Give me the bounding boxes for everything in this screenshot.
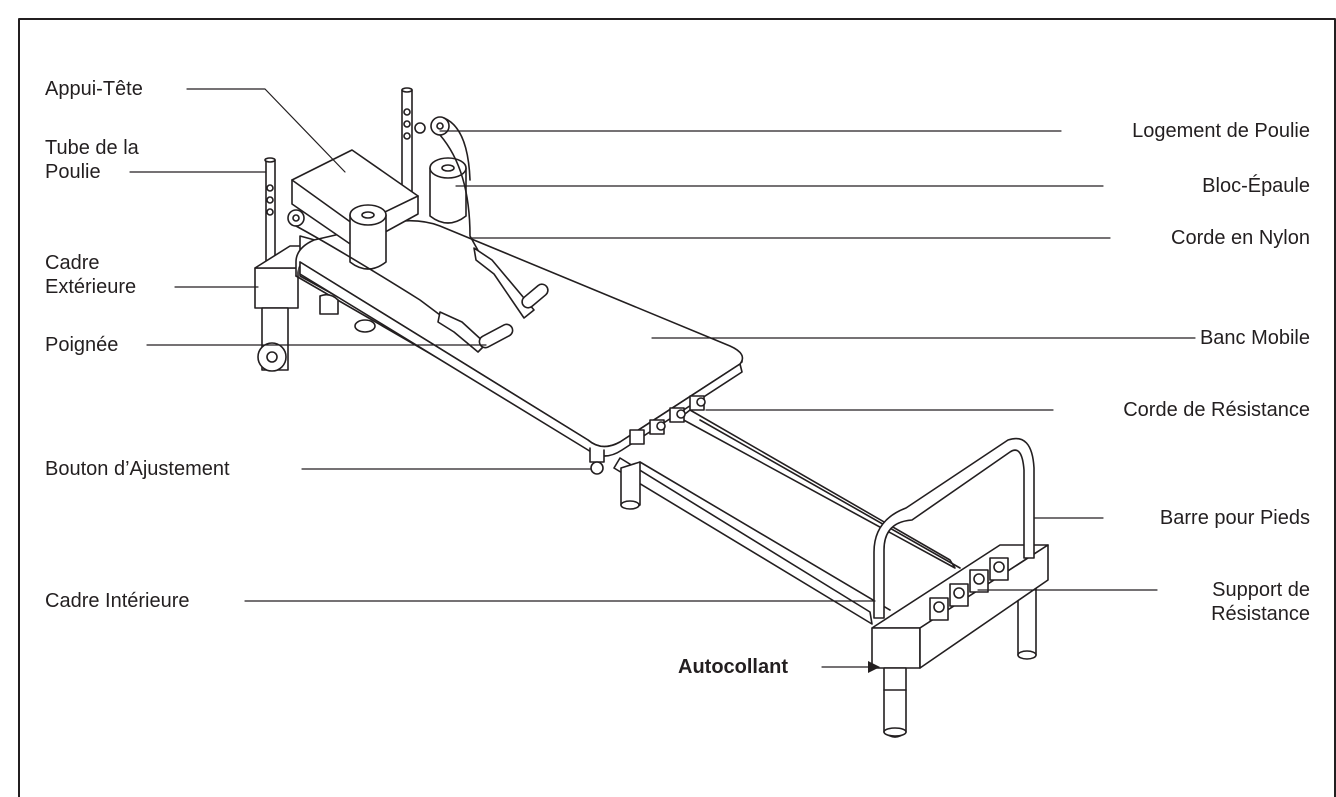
label-bouton-ajustement: Bouton d’Ajustement xyxy=(45,458,230,480)
label-cadre-exterieure-line2: Extérieure xyxy=(45,276,137,298)
label-appui-tete: Appui-Tête xyxy=(45,78,143,100)
label-cadre-exterieure-line1: Cadre xyxy=(45,252,100,274)
label-bloc-epaule: Bloc-Épaule xyxy=(1202,175,1310,197)
label-poignee: Poignée xyxy=(45,334,119,356)
bench-leg xyxy=(620,461,641,510)
resistance-holders xyxy=(929,557,1009,621)
shoulder-block-left xyxy=(349,204,387,270)
pulley-tube-right xyxy=(401,87,413,201)
label-banc-mobile: Banc Mobile xyxy=(1199,327,1310,349)
outer-frame xyxy=(254,245,331,372)
rear-foot-legs xyxy=(1017,583,1037,660)
autocollant-arrowhead xyxy=(868,661,880,673)
label-barre-pieds: Barre pour Pieds xyxy=(1159,507,1310,529)
foot-bar xyxy=(873,437,1035,619)
label-support-resistance-line1: Support de xyxy=(1212,579,1310,601)
bench xyxy=(295,219,744,475)
leader-appui-tete xyxy=(186,88,346,173)
nylon-cords xyxy=(295,117,481,316)
shoulder-block-right xyxy=(429,157,467,224)
label-tube-poulie-line1: Tube de la xyxy=(45,137,139,159)
label-corde-resistance: Corde de Résistance xyxy=(1123,399,1310,421)
label-corde-nylon: Corde en Nylon xyxy=(1171,227,1310,249)
label-tube-poulie-line2: Poulie xyxy=(45,161,101,183)
leader-lines xyxy=(129,88,1196,668)
front-foot-leg xyxy=(883,667,907,738)
label-cadre-interieure: Cadre Intérieure xyxy=(45,590,190,612)
handles xyxy=(437,247,549,353)
label-support-resistance-line2: Résistance xyxy=(1211,603,1310,625)
frame-border xyxy=(18,18,1336,797)
label-autocollant: Autocollant xyxy=(678,656,788,678)
label-logement-poulie: Logement de Poulie xyxy=(1132,120,1310,142)
